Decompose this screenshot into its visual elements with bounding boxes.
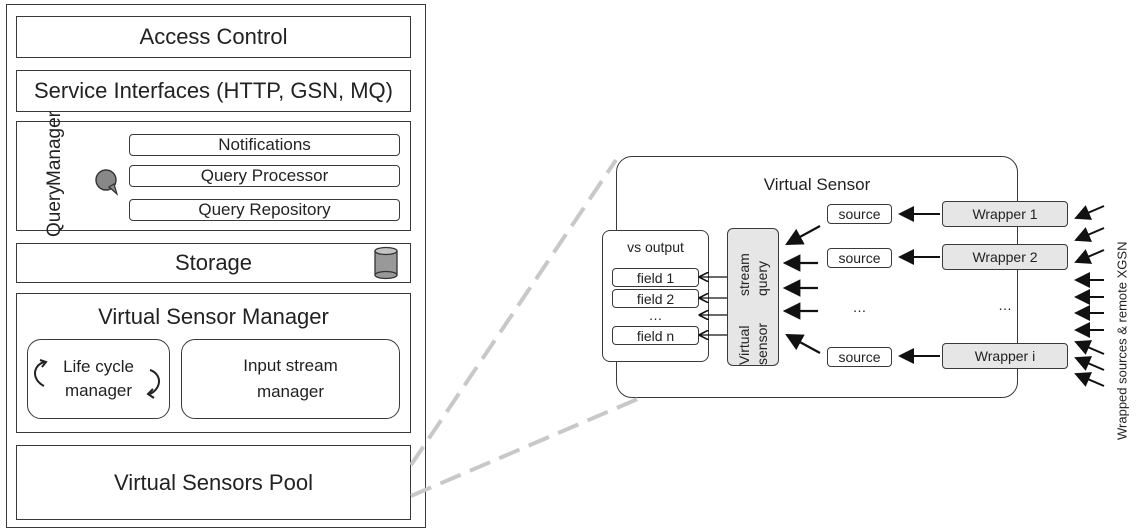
external-input-arrow: [1074, 205, 1105, 220]
wrapper-2-box: Wrapper 2: [942, 244, 1068, 270]
architecture-stack: [6, 4, 426, 528]
field-2-label: field 2: [636, 290, 675, 307]
external-input-arrow: [1074, 372, 1105, 387]
external-input-arrow: [1074, 356, 1105, 371]
vs-output-title: vs output: [627, 239, 684, 255]
cycle-arrows-icon: [34, 359, 160, 399]
storage-layer: Storage: [16, 243, 411, 283]
wrapper-dots: …: [998, 297, 1012, 313]
wrapper-i-label: Wrapper i: [974, 348, 1036, 364]
query-repository-label: Query Repository: [198, 200, 331, 219]
source-1-box: source: [827, 204, 892, 224]
notifications-label: Notifications: [218, 135, 311, 154]
source-i-box: source: [827, 347, 892, 367]
query-processor-box: Query Processor: [129, 165, 400, 187]
source-dots: …: [852, 299, 867, 315]
source-1-label: source: [838, 206, 881, 222]
wrapper-i-box: Wrapper i: [942, 343, 1068, 369]
query-processor-icon: [95, 169, 119, 196]
field-1-label: field 1: [636, 269, 675, 286]
field-2-box: field 2: [612, 289, 699, 308]
external-input-arrows: [1074, 205, 1105, 387]
source-i-label: source: [838, 349, 881, 365]
input-stream-manager-box: Input stream manager: [181, 339, 400, 419]
access-control-label: Access Control: [139, 24, 288, 49]
lifecycle-manager-box: Life cycle manager: [27, 339, 170, 419]
vsm-title: Virtual Sensor Manager: [98, 304, 329, 329]
lifecycle-line1: Life cycle: [63, 357, 134, 376]
external-input-arrow: [1074, 227, 1105, 242]
field-1-box: field 1: [612, 268, 699, 287]
zoom-line-top: [409, 158, 618, 467]
field-arrows: [700, 277, 727, 335]
field-n-box: field n: [612, 326, 699, 345]
input-stream-line1: Input stream: [243, 356, 338, 375]
query-processor-label: Query Processor: [200, 166, 329, 185]
notifications-box: Notifications: [129, 134, 400, 156]
zoom-line-bottom: [410, 396, 641, 498]
stream-query-box: Virtual sensor stream query: [727, 228, 779, 366]
virtual-sensors-pool-layer: Virtual Sensors Pool: [16, 445, 411, 520]
field-n-label: field n: [636, 327, 675, 344]
external-input-arrow: [1074, 340, 1105, 355]
virtual-sensors-pool-label: Virtual Sensors Pool: [114, 469, 313, 495]
lifecycle-line2: manager: [64, 381, 133, 400]
storage-cylinder-icon: [374, 246, 398, 280]
service-interfaces-layer: Service Interfaces (HTTP, GSN, MQ): [16, 70, 411, 112]
service-interfaces-label: Service Interfaces (HTTP, GSN, MQ): [33, 78, 393, 103]
wrapper-1-box: Wrapper 1: [942, 201, 1068, 227]
query-repository-box: Query Repository: [129, 199, 400, 221]
access-control-layer: Access Control: [16, 16, 411, 58]
wrapper-2-label: Wrapper 2: [972, 249, 1038, 265]
storage-label: Storage: [174, 250, 253, 275]
input-stream-line2: manager: [256, 382, 325, 401]
wrapper-to-source-arrows: [898, 206, 940, 364]
source-to-query-arrows: [782, 225, 821, 354]
field-dots: …: [648, 307, 663, 323]
source-2-box: source: [827, 248, 892, 268]
virtual-sensor-title: Virtual Sensor: [763, 175, 871, 194]
external-input-arrow: [1074, 249, 1105, 264]
wrapper-1-label: Wrapper 1: [972, 206, 1038, 222]
source-2-label: source: [838, 250, 881, 266]
